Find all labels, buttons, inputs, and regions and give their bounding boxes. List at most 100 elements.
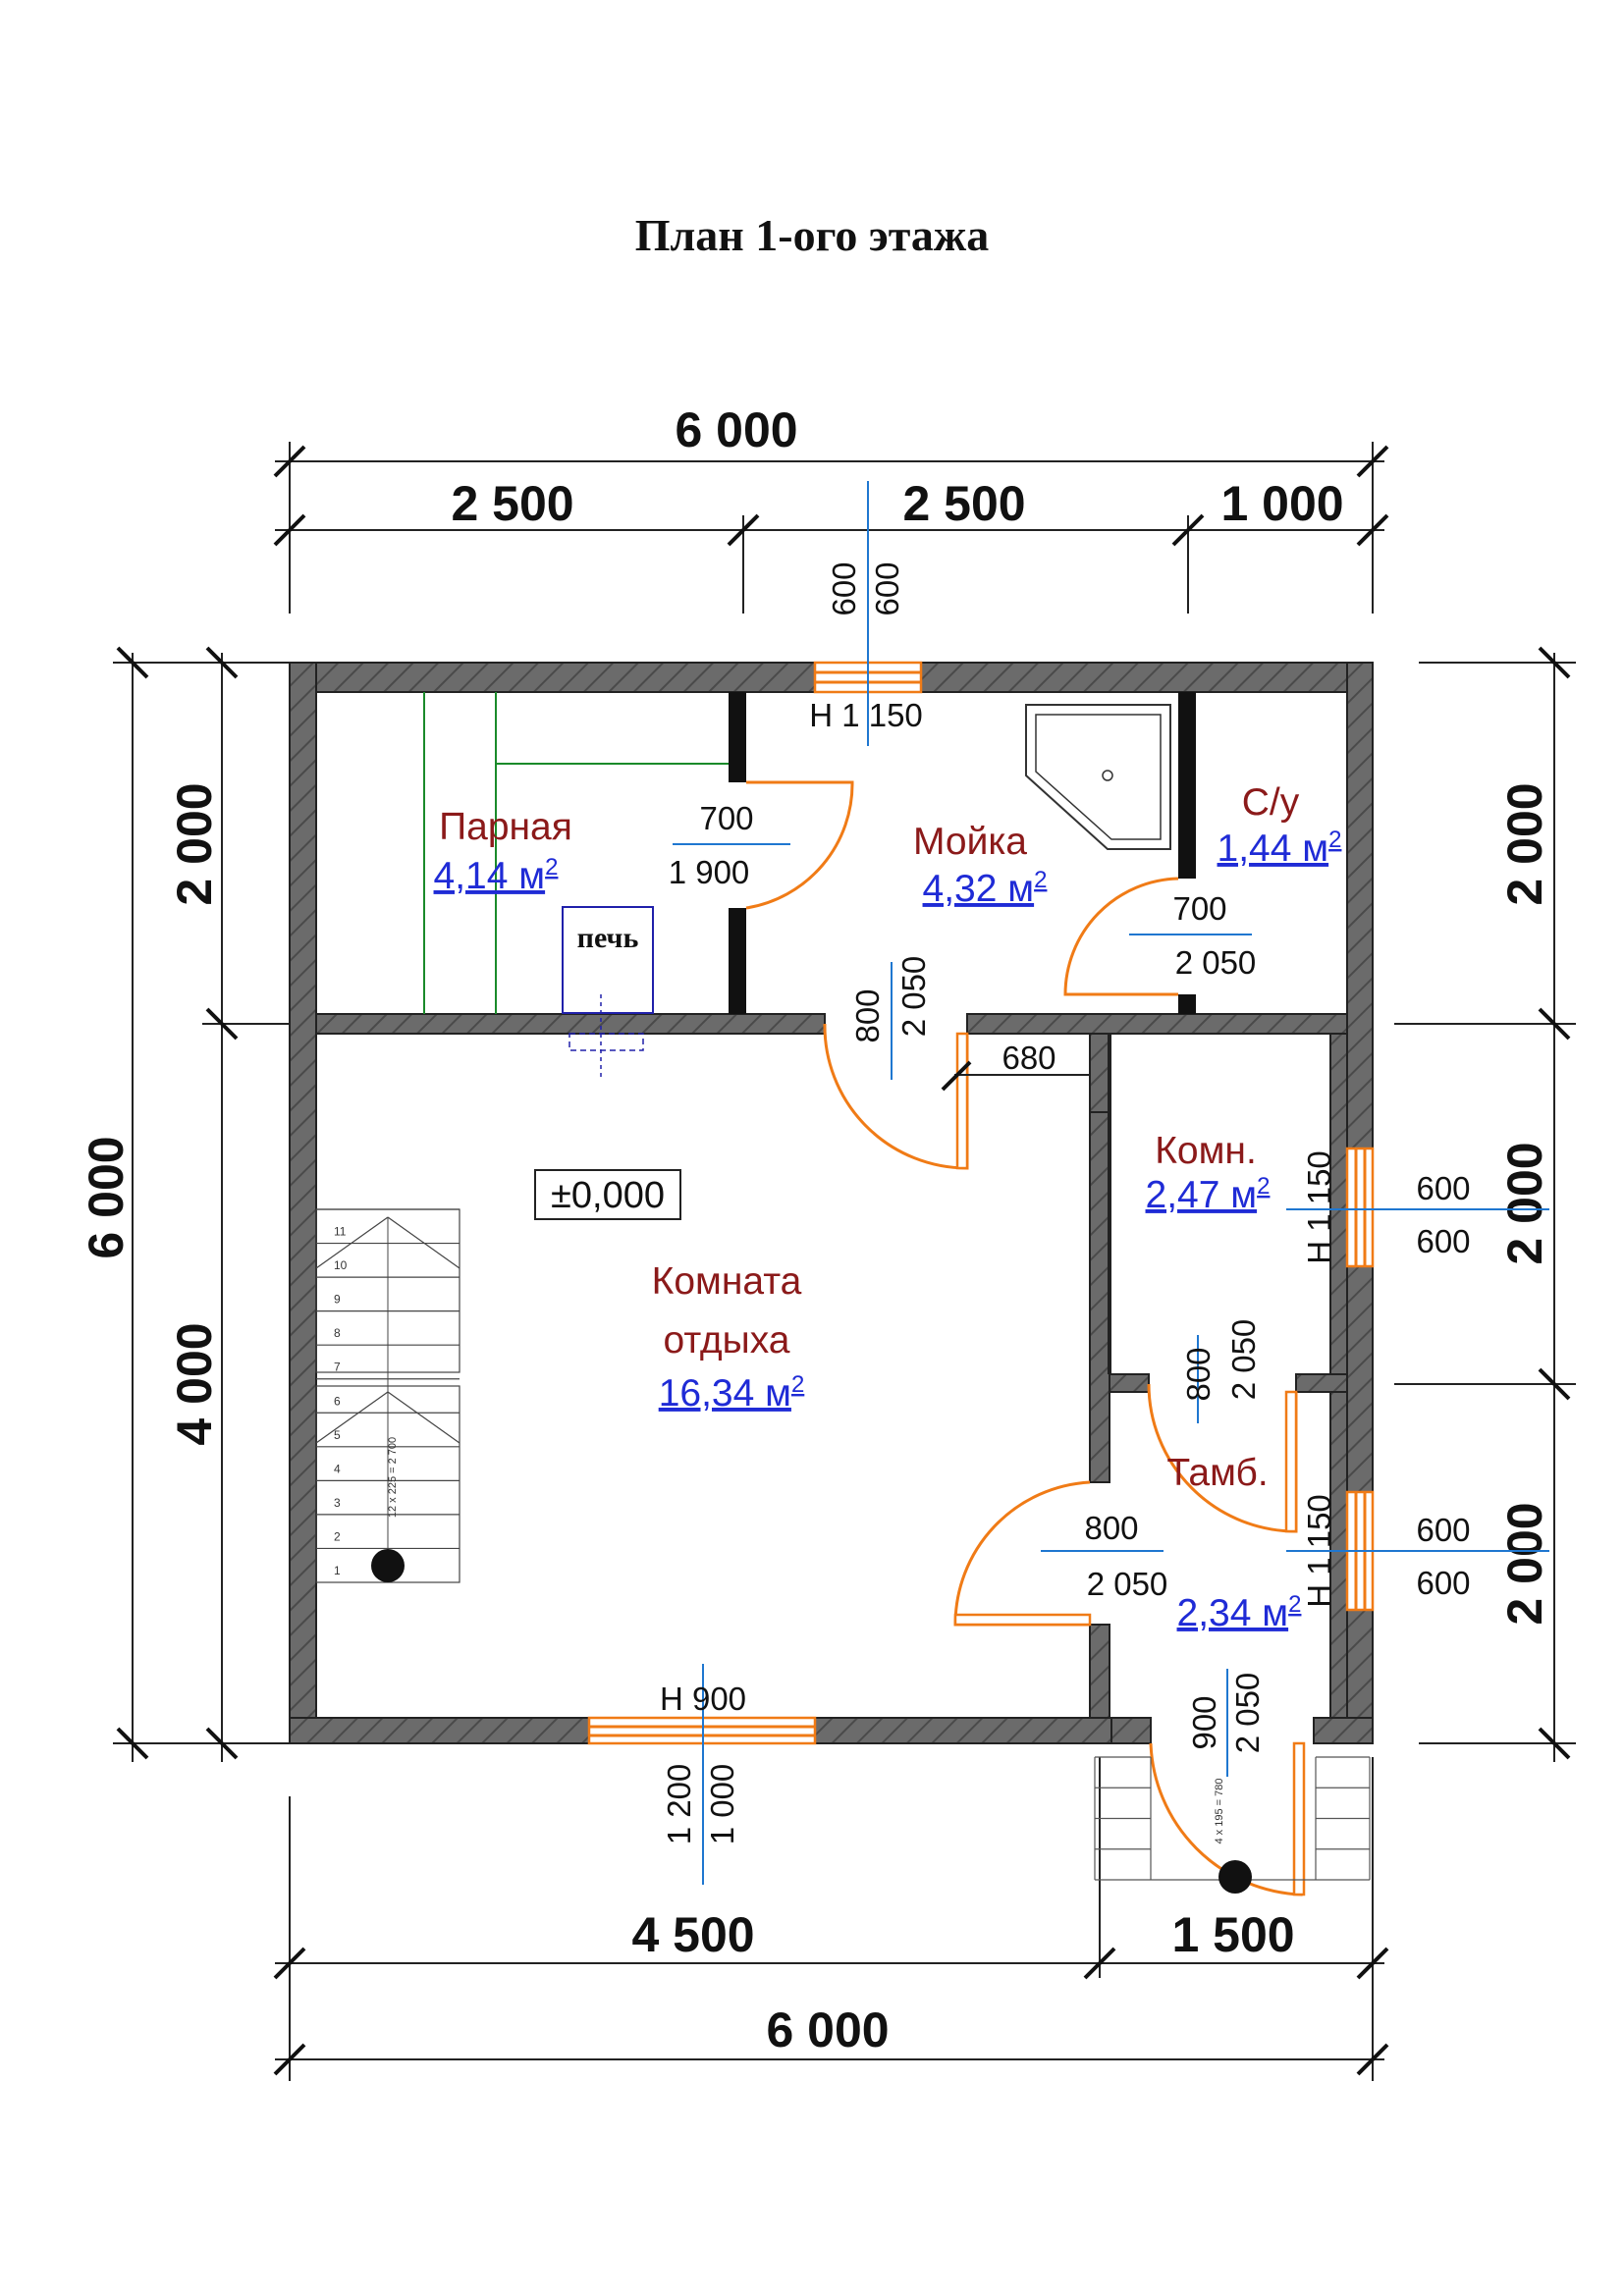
- door-tamb-w: 800: [1084, 1510, 1138, 1546]
- partition-su-upper: [1178, 692, 1196, 879]
- room-moyka-name: Мойка: [913, 821, 1027, 863]
- room-tamb-name: Тамб.: [1166, 1452, 1268, 1494]
- door-su-w: 700: [1172, 890, 1226, 927]
- door-parnaya-w: 700: [699, 800, 753, 836]
- plan-title: План 1-ого этажа: [635, 210, 990, 260]
- door-tamb: [953, 1480, 1091, 1627]
- dim-top-total: 6 000: [675, 402, 797, 457]
- room-su-area: 1,44 м2: [1218, 827, 1342, 870]
- stair-step-number: 2: [334, 1529, 341, 1543]
- entry-door-h: 2 050: [1229, 1673, 1266, 1754]
- wall-bottom-right: [1313, 1717, 1374, 1744]
- dim-left-seg1: 2 000: [167, 782, 222, 905]
- dim-top-seg2: 2 500: [902, 476, 1025, 531]
- dim-top-seg3: 1 000: [1220, 476, 1343, 531]
- room-otdykh-area: 16,34 м2: [659, 1371, 805, 1415]
- win-top-w2: 600: [869, 561, 905, 615]
- stair-step-number: 10: [334, 1258, 348, 1272]
- partition-parnaya-lower: [729, 908, 746, 1014]
- door-moyka-w: 800: [849, 988, 886, 1042]
- opening-labels: 600 600 Н 1 150 700 1 900 700 2 050 800 …: [660, 561, 1471, 1844]
- door-komn: [1147, 1383, 1298, 1533]
- win-top-w1: 600: [826, 561, 862, 615]
- dim-right-seg1: 2 000: [1497, 782, 1552, 905]
- window-komn: [1345, 1147, 1375, 1268]
- doors: [745, 780, 1306, 1896]
- wall-komn-tamb-left: [1109, 1373, 1150, 1393]
- win-tamb-w1: 600: [1416, 1512, 1470, 1548]
- win-tamb-h: Н 1 150: [1301, 1494, 1337, 1608]
- win-komn-w1: 600: [1416, 1170, 1470, 1206]
- stair-step-number: 5: [334, 1428, 341, 1442]
- level-mark-text: ±0,000: [551, 1175, 665, 1216]
- door-moyka: [823, 1023, 969, 1170]
- door-entry: [1149, 1742, 1303, 1896]
- win-bottom-w1: 1 200: [661, 1764, 697, 1845]
- stair-step-number: 8: [334, 1326, 341, 1340]
- left-dimensions: 6 000 2 000 4 000: [79, 646, 295, 1762]
- win-bottom-w2: 1 000: [704, 1764, 740, 1845]
- wall-internal-v-lower: [1089, 1624, 1110, 1719]
- opening-markers: [673, 481, 1549, 1885]
- room-moyka-area: 4,32 м2: [923, 867, 1048, 910]
- porch-note: 4 x 195 = 780: [1214, 1779, 1225, 1844]
- stair-note: 12 x 225 = 2 700: [387, 1437, 399, 1518]
- dim-bottom-total: 6 000: [766, 2002, 889, 2057]
- stair-step-number: 1: [334, 1564, 341, 1577]
- stair-step-number: 7: [334, 1361, 341, 1374]
- door-tamb-h: 2 050: [1087, 1566, 1168, 1602]
- room-labels: Парная 4,14 м2 Мойка 4,32 м2 С/у 1,44 м2…: [434, 781, 1342, 1634]
- wall-right-upper: [1346, 662, 1374, 1149]
- dim-right-seg2: 2 000: [1497, 1142, 1552, 1264]
- wall-bottom-mid: [814, 1717, 1112, 1744]
- wall-left: [289, 662, 317, 1744]
- dim-left-total: 6 000: [79, 1136, 134, 1258]
- door-komn-w: 800: [1180, 1347, 1217, 1401]
- sauna-benches: [423, 692, 729, 1014]
- dim-left-seg2: 4 000: [167, 1322, 222, 1445]
- top-dimensions: 6 000 2 500 2 500 1 000: [273, 402, 1389, 614]
- shower-tray: [1025, 704, 1171, 850]
- right-dimensions: 2 000 2 000 2 000: [1394, 646, 1576, 1762]
- stair-step-number: 6: [334, 1394, 341, 1408]
- room-otdykh-name-2: отдыха: [664, 1319, 790, 1362]
- wall-internal-h2: [966, 1013, 1348, 1035]
- partition-680: 680: [1001, 1040, 1056, 1076]
- dim-bottom-seg1: 4 500: [631, 1907, 754, 1962]
- porch-steps: [1094, 1756, 1371, 1881]
- door-parnaya: [745, 780, 854, 910]
- door-komn-h: 2 050: [1225, 1319, 1262, 1401]
- wall-komn-left: [1108, 1034, 1111, 1374]
- stair-step-number: 9: [334, 1293, 341, 1307]
- bottom-dimensions: 4 500 1 500 6 000: [273, 1757, 1389, 2081]
- wall-internal-v-upper: [1089, 1033, 1110, 1113]
- win-komn-h: Н 1 150: [1301, 1150, 1337, 1264]
- wall-internal-h1: [315, 1013, 826, 1035]
- win-tamb-w2: 600: [1416, 1565, 1470, 1601]
- room-komn-area: 2,47 м2: [1146, 1173, 1271, 1216]
- entry-door-w: 900: [1186, 1695, 1222, 1749]
- door-moyka-h: 2 050: [895, 956, 932, 1038]
- door-su: [1063, 877, 1179, 996]
- room-parnaya-name: Парная: [439, 806, 572, 848]
- dim-top-seg1: 2 500: [451, 476, 573, 531]
- wall-bottom-stub: [1110, 1717, 1152, 1744]
- wall-internal-v-mid: [1089, 1111, 1110, 1483]
- room-tamb-area: 2,34 м2: [1177, 1591, 1302, 1634]
- room-otdykh-name-1: Комната: [652, 1260, 802, 1303]
- room-parnaya-area: 4,14 м2: [434, 854, 559, 897]
- dim-right-seg3: 2 000: [1497, 1502, 1552, 1625]
- partition-parnaya-upper: [729, 692, 746, 782]
- wall-bottom-left: [289, 1717, 590, 1744]
- wall-right-mid: [1346, 1265, 1374, 1493]
- porch-post-icon: [1218, 1860, 1252, 1894]
- level-mark: ±0,000: [534, 1169, 681, 1220]
- stair-step-number: 3: [334, 1496, 341, 1510]
- wall-komn-tamb-right: [1295, 1373, 1348, 1393]
- wall-top-right: [920, 662, 1374, 693]
- stair-post-icon: [371, 1549, 405, 1582]
- win-bottom-h: Н 900: [660, 1681, 746, 1717]
- stair-step-number: 4: [334, 1462, 341, 1475]
